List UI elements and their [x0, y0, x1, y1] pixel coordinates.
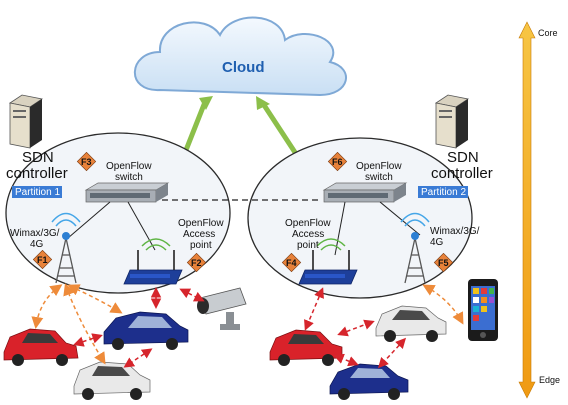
car-icon [329, 363, 409, 400]
svg-text:F6: F6 [332, 157, 343, 167]
controller-1-line1: SDN [22, 149, 54, 166]
tower-2-line1: Wimax/3G/ [430, 226, 480, 237]
controller-2-line1: SDN [447, 149, 479, 166]
camera-icon [197, 287, 247, 330]
flag-f2: F2 [186, 252, 207, 273]
tower-icon [400, 212, 430, 284]
ap-2-line2: Access [292, 229, 324, 240]
tower-1-line2: 4G [30, 239, 44, 250]
partition-1-badge [12, 186, 62, 198]
switch-2-line2: switch [365, 172, 393, 183]
car-icon [269, 329, 343, 366]
flag-f6: F6 [327, 151, 348, 172]
ap-2-line3: point [297, 240, 319, 251]
core-label: Core [538, 28, 558, 38]
switch-2-line1: OpenFlow [356, 161, 402, 172]
phone-icon [468, 279, 498, 341]
core-edge-axis [518, 21, 536, 399]
switch-icon [322, 182, 408, 203]
car-icon [73, 361, 151, 400]
switch-1-line2: switch [115, 172, 143, 183]
controller-1-line2: controller [6, 165, 68, 182]
flag-f3: F3 [76, 151, 97, 172]
server-icon [434, 94, 470, 149]
svg-text:F4: F4 [286, 258, 297, 268]
cloud-label: Cloud [222, 59, 265, 76]
cloud-icon: Cloud [133, 16, 347, 97]
svg-text:F2: F2 [191, 258, 202, 268]
switch-1-line1: OpenFlow [106, 161, 152, 172]
ap-1-line2: Access [183, 229, 215, 240]
tower-1-line1: Wimax/3G/ [10, 228, 60, 239]
ap-1-line3: point [190, 240, 212, 251]
partition-2-area [247, 137, 473, 299]
server-icon [8, 94, 44, 149]
router-icon [298, 238, 358, 285]
svg-text:F5: F5 [438, 258, 449, 268]
switch-icon [84, 182, 170, 203]
controller-2-line2: controller [431, 165, 493, 182]
tower-icon [51, 212, 81, 284]
car-icon [3, 328, 79, 366]
car-icon [103, 311, 189, 350]
partition-1-label: Partition 1 [15, 187, 60, 198]
flag-f1: F1 [32, 249, 53, 270]
car-icon [375, 305, 447, 342]
tower-2-line2: 4G [430, 237, 444, 248]
ap-2-line1: OpenFlow [285, 218, 331, 229]
edge-label: Edge [539, 375, 560, 385]
flag-f4: F4 [281, 252, 302, 273]
svg-text:F3: F3 [81, 157, 92, 167]
cellular-links [31, 283, 464, 365]
wifi-links [73, 287, 407, 369]
partition-2-label: Partition 2 [421, 187, 466, 198]
ap-1-line1: OpenFlow [178, 218, 224, 229]
router-icon [123, 238, 183, 285]
svg-text:F1: F1 [37, 255, 48, 265]
partition-2-badge [418, 186, 468, 198]
flag-f5: F5 [433, 252, 454, 273]
